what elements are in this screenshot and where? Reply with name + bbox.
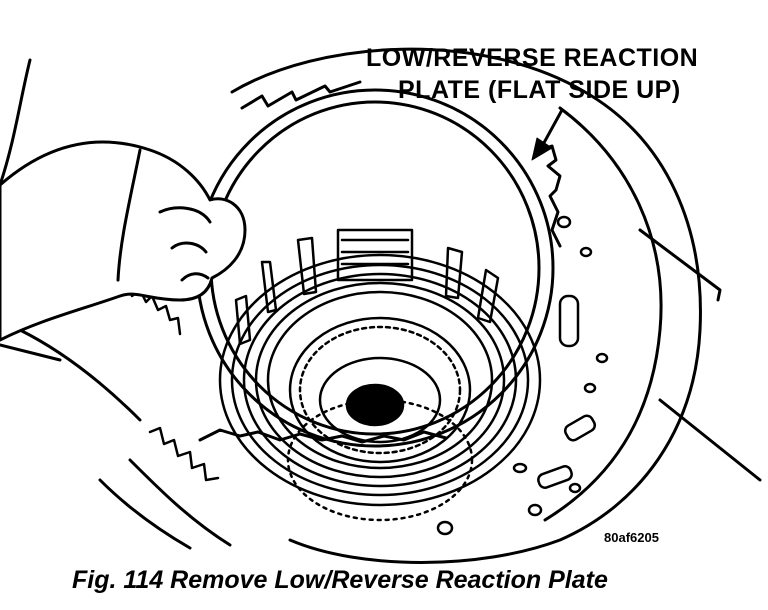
transmission-case bbox=[0, 47, 762, 564]
clutch-pack bbox=[218, 253, 542, 507]
callout-label-line1: LOW/REVERSE REACTION bbox=[366, 44, 699, 72]
inner-gear bbox=[286, 316, 474, 522]
hand bbox=[0, 58, 247, 342]
callout-label-line2: PLATE (FLAT SIDE UP) bbox=[398, 76, 681, 104]
clutch-hub-tabs bbox=[234, 228, 500, 346]
callout-arrow bbox=[531, 108, 564, 161]
figure-caption: Fig. 114 Remove Low/Reverse Reaction Pla… bbox=[72, 566, 608, 594]
figure-id: 80af6205 bbox=[604, 530, 659, 545]
housing-bolt-holes bbox=[436, 215, 609, 536]
